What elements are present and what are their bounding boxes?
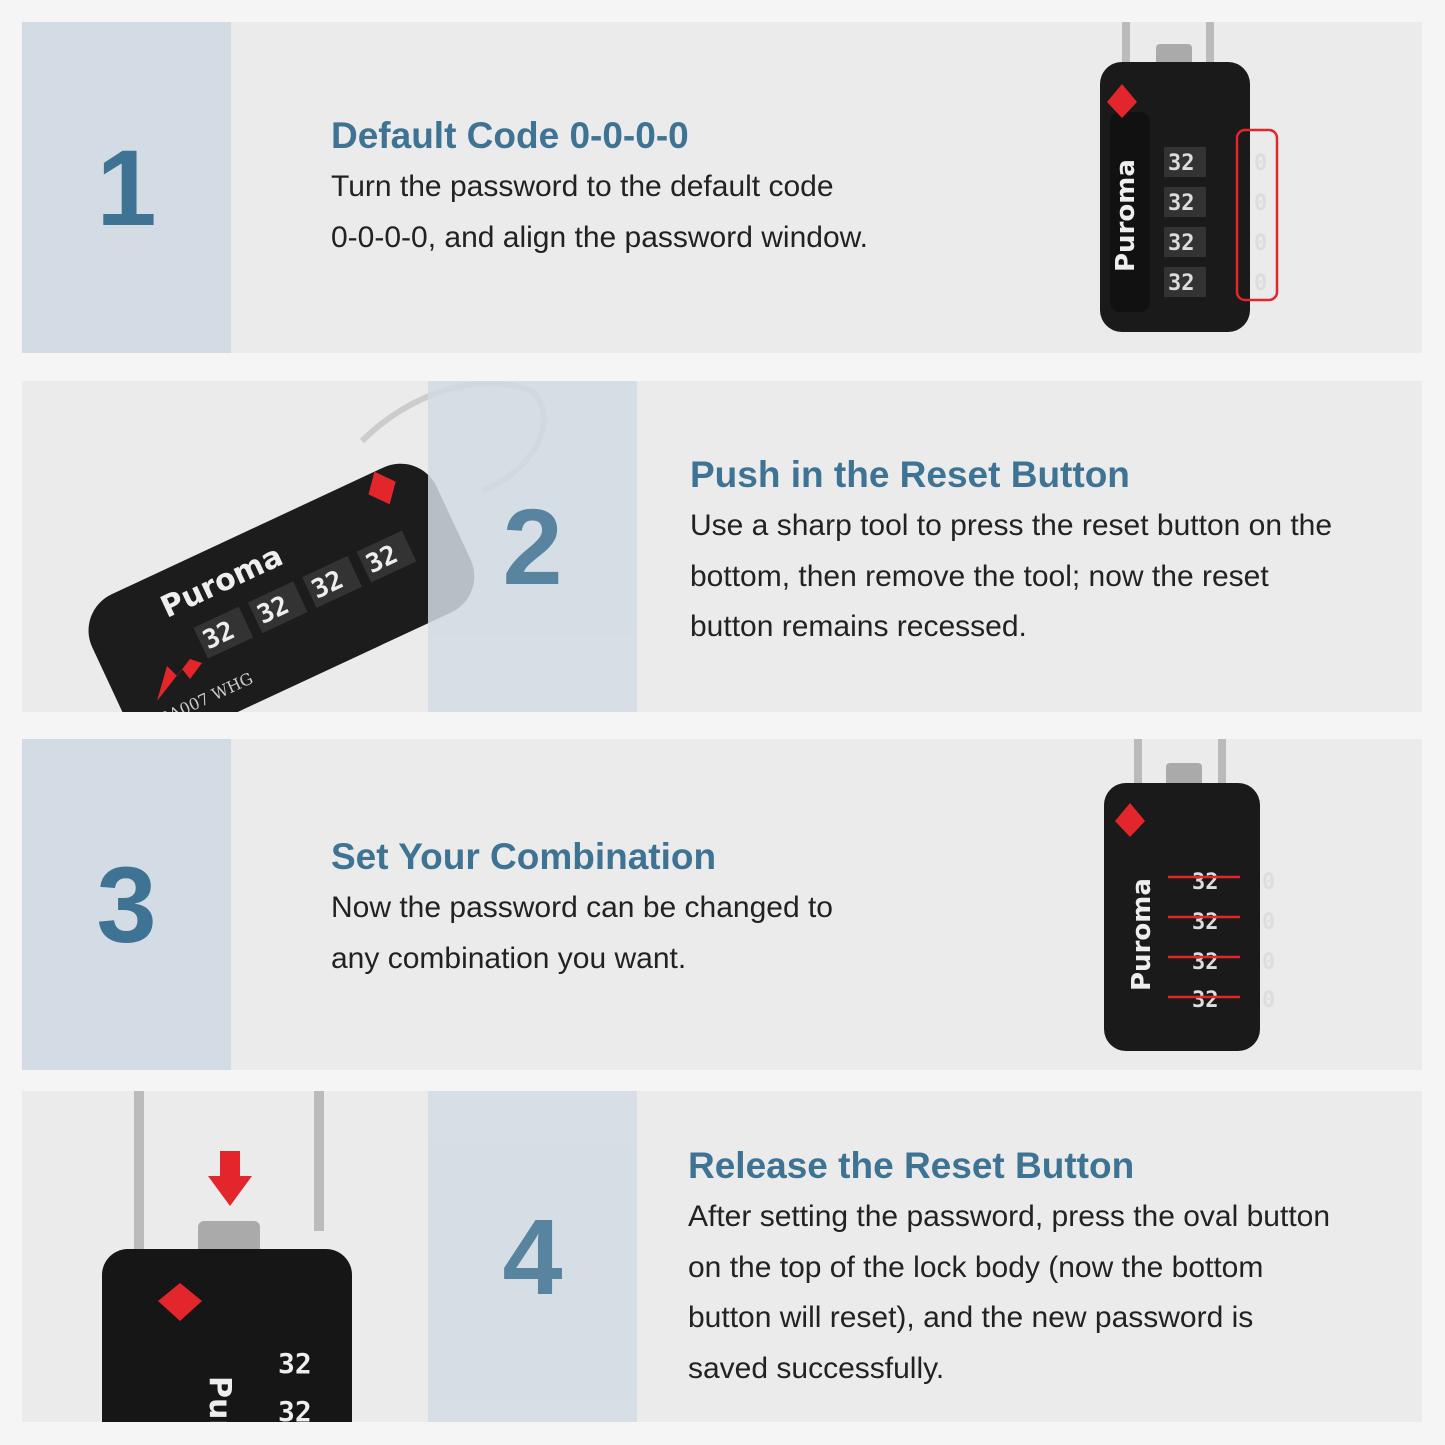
svg-text:32: 32: [278, 1347, 312, 1380]
svg-text:Puroma: Puroma: [202, 1376, 237, 1422]
step-title: Push in the Reset Button: [690, 454, 1130, 495]
step-line: bottom, then remove the tool; now the re…: [690, 559, 1269, 593]
svg-text:0: 0: [1262, 950, 1275, 975]
step-line: Turn the password to the default code: [331, 170, 834, 203]
step-text: Default Code 0-0-0-0 Turn the password t…: [331, 110, 868, 263]
svg-text:0: 0: [1254, 151, 1267, 176]
svg-text:0: 0: [1262, 870, 1275, 895]
lock-angled-image: Puroma 32 32 32 32 TSA007 WHG: [88, 381, 547, 712]
step-1-panel: 1 Default Code 0-0-0-0 Turn the password…: [22, 22, 1422, 353]
down-arrow-icon: [208, 1151, 252, 1206]
step-line: any combination you want.: [331, 941, 687, 975]
step-4-panel: Puroma 32 32 4 Release the Reset Button A…: [22, 1091, 1422, 1422]
step-line: 0-0-0-0, and align the password window.: [331, 220, 868, 254]
lock-front-image: Puroma 32 32 32 32 0 0 0 0: [1104, 739, 1275, 1051]
svg-text:0: 0: [1254, 191, 1267, 216]
svg-text:32: 32: [1168, 151, 1195, 176]
step-number: 2: [428, 381, 637, 712]
step-line: Now the password can be changed to: [331, 891, 833, 924]
step-line: button will reset), and the new password…: [688, 1301, 1254, 1334]
svg-text:0: 0: [1262, 988, 1275, 1013]
step-line: on the top of the lock body (now the bot…: [688, 1250, 1264, 1284]
step-line: button remains recessed.: [690, 610, 1027, 643]
svg-text:0: 0: [1254, 271, 1267, 296]
step-text: Release the Reset Button After setting t…: [688, 1140, 1330, 1394]
step-text: Set Your Combination Now the password ca…: [331, 831, 833, 984]
step-number: 4: [428, 1091, 637, 1422]
step-number: 3: [22, 739, 231, 1070]
lock-top-image: Puroma 32 32: [102, 1091, 352, 1422]
arrow-icons: [1168, 875, 1240, 999]
svg-text:0: 0: [1254, 231, 1267, 256]
svg-text:32: 32: [1192, 988, 1219, 1013]
step-3-panel: 3 Set Your Combination Now the password …: [22, 739, 1422, 1070]
svg-text:32: 32: [1192, 950, 1219, 975]
svg-text:32: 32: [1192, 910, 1219, 935]
lock-front-image: Puroma 32 32 32 32 0 0 0 0: [1100, 22, 1279, 332]
svg-text:Puroma: Puroma: [1127, 878, 1157, 991]
svg-text:0: 0: [1262, 910, 1275, 935]
step-number: 1: [22, 22, 231, 353]
step-title: Release the Reset Button: [688, 1145, 1135, 1186]
svg-text:32: 32: [1168, 231, 1195, 256]
step-title: Set Your Combination: [331, 836, 717, 877]
svg-text:32: 32: [1168, 271, 1195, 296]
highlight-box: [1235, 128, 1279, 302]
step-line: Use a sharp tool to press the reset butt…: [690, 509, 1333, 542]
step-2-panel: Puroma 32 32 32 32 TSA007 WHG 2 Push in …: [22, 381, 1422, 712]
step-line: saved successfully.: [688, 1351, 945, 1385]
step-text: Push in the Reset Button Use a sharp too…: [690, 449, 1332, 653]
svg-text:32: 32: [1168, 191, 1195, 216]
svg-text:32: 32: [278, 1395, 312, 1422]
svg-text:32: 32: [1192, 870, 1219, 895]
step-title: Default Code 0-0-0-0: [331, 115, 689, 156]
brand-logo: Puroma: [1111, 159, 1141, 272]
step-line: After setting the password, press the ov…: [688, 1200, 1331, 1233]
